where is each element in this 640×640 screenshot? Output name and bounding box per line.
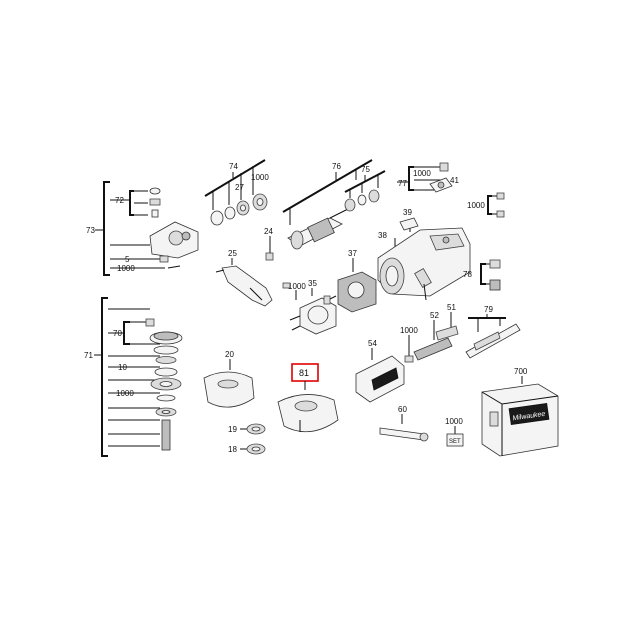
label-71: 71 xyxy=(84,351,93,360)
strain-relief-part xyxy=(413,337,453,361)
group-19-18-flange-nut: 19 18 xyxy=(228,423,266,455)
label-1000-baffle: 1000 xyxy=(288,282,306,291)
clip-part xyxy=(149,187,161,195)
group-51-52: 51 52 1000 xyxy=(400,303,459,363)
wrench-part xyxy=(379,427,425,441)
group-60-wrench: 60 xyxy=(379,405,429,442)
brand-plate xyxy=(508,402,550,426)
label-81: 81 xyxy=(299,368,309,378)
label-1000-cord: 1000 xyxy=(400,326,418,335)
label-1000-right: 1000 xyxy=(467,201,485,210)
group-79-switch-rod: 79 xyxy=(465,305,521,359)
label-54: 54 xyxy=(368,339,377,348)
spindle-part xyxy=(161,419,171,451)
group-20-guard: 20 xyxy=(203,350,255,408)
label-27: 27 xyxy=(235,183,244,192)
group-25-side-handle: 24 25 xyxy=(215,227,273,307)
side-handle-part xyxy=(221,265,273,307)
o-ring-part xyxy=(210,210,224,226)
wheel-guard-20-part xyxy=(203,371,255,408)
label-25: 25 xyxy=(228,249,237,258)
label-77: 77 xyxy=(398,179,407,188)
group-38-motor-housing: 38 39 xyxy=(377,208,471,301)
group-71-spindle-stack: 70 71 10 1000 xyxy=(84,297,183,457)
label-39: 39 xyxy=(403,208,412,217)
set-tag-text: SET xyxy=(449,439,461,445)
label-10: 10 xyxy=(118,363,127,372)
group-35-baffle: 35 1000 xyxy=(282,279,337,335)
spring-part xyxy=(151,209,159,218)
label-60: 60 xyxy=(398,405,407,414)
circlip-part xyxy=(145,318,155,327)
label-35: 35 xyxy=(308,279,317,288)
label-76: 76 xyxy=(332,162,341,171)
label-38: 38 xyxy=(378,231,387,240)
group-81-guard-highlighted[interactable]: 81 xyxy=(277,363,339,433)
label-73: 73 xyxy=(86,226,95,235)
label-700: 700 xyxy=(514,367,528,376)
label-37: 37 xyxy=(348,249,357,258)
label-70: 70 xyxy=(113,329,122,338)
label-1000-set: 1000 xyxy=(445,417,463,426)
label-5: 5 xyxy=(125,255,130,264)
label-52: 52 xyxy=(430,311,439,320)
lock-button-part xyxy=(149,198,161,206)
label-1000-switch: 1000 xyxy=(413,169,431,178)
armature-fan-part xyxy=(290,230,304,250)
label-78: 78 xyxy=(463,270,472,279)
group-76-armature: 76 75 xyxy=(282,159,386,250)
label-74: 74 xyxy=(229,162,238,171)
label-1000-spindle: 1000 xyxy=(116,389,134,398)
case-brand-text: Milwaukee xyxy=(512,411,546,423)
group-54-rear-cover: 54 xyxy=(355,339,405,403)
group-73-gear-head: 72 73 5 1000 xyxy=(86,181,199,276)
label-51: 51 xyxy=(447,303,456,312)
label-1000-gear: 1000 xyxy=(117,264,135,273)
group-700-carry-case: Milwaukee 700 xyxy=(481,367,559,457)
group-74-bearings: 74 27 1000 xyxy=(204,159,269,226)
label-18: 18 xyxy=(228,445,237,454)
label-24: 24 xyxy=(264,227,273,236)
label-20: 20 xyxy=(225,350,234,359)
wheel-guard-81-part xyxy=(277,394,339,433)
group-77-switch: 1000 77 41 xyxy=(397,162,459,193)
label-1000-bearings: 1000 xyxy=(251,173,269,182)
group-78-brushes: 78 xyxy=(463,259,501,291)
armature-core-part xyxy=(307,217,335,243)
group-1000-set: SET 1000 xyxy=(445,417,464,447)
group-1000-screws-right: 1000 xyxy=(467,192,505,218)
group-37-stator: 37 xyxy=(323,249,377,313)
set-tag xyxy=(446,433,464,447)
label-41: 41 xyxy=(450,176,459,185)
label-19: 19 xyxy=(228,425,237,434)
label-79: 79 xyxy=(484,305,493,314)
label-72: 72 xyxy=(115,196,124,205)
label-75: 75 xyxy=(361,165,370,174)
